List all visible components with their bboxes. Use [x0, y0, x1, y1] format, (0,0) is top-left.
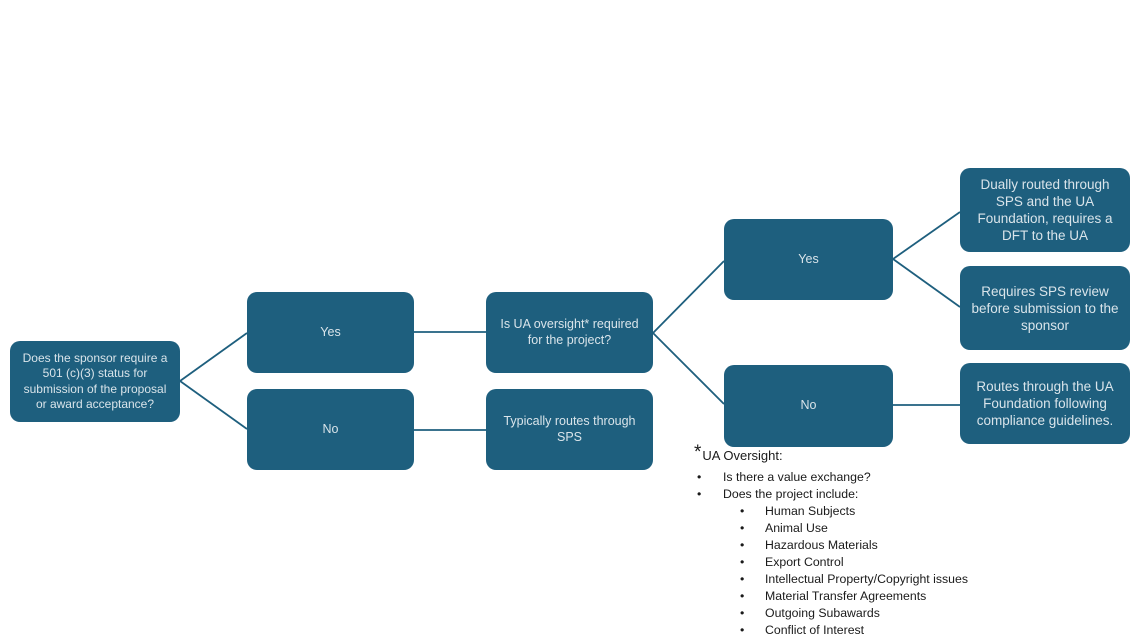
footnote-sub-item-text: Outgoing Subawards — [765, 606, 880, 620]
footnote-sub-item: Material Transfer Agreements — [694, 588, 1134, 605]
footnote-sub-item-text: Material Transfer Agreements — [765, 589, 927, 603]
flow-node-label: No — [800, 398, 817, 413]
footnote-sub-item-text: Hazardous Materials — [765, 538, 878, 552]
flow-node-ua-foundation: Routes through the UA Foundation followi… — [960, 363, 1130, 444]
footnote-sub-item: Outgoing Subawards — [694, 605, 1134, 622]
flow-node-label: Requires SPS review before submission to… — [971, 283, 1119, 333]
flow-node-no-1: No — [247, 389, 414, 470]
flow-node-label: Yes — [320, 324, 341, 339]
footnote-sub-item: Intellectual Property/Copyright issues — [694, 571, 1134, 588]
connector-yes2-dually — [892, 211, 961, 260]
flow-node-label: Dually routed through SPS and the UA Fou… — [977, 177, 1113, 243]
connector-yes2-review — [892, 258, 961, 308]
connector-q1-no1 — [179, 380, 248, 430]
footnote-item: Does the project include: — [694, 486, 1134, 503]
footnote-sub-item: Animal Use — [694, 520, 1134, 537]
flow-node-routes-sps: Typically routes through SPS — [486, 389, 653, 470]
footnote-title-text: UA Oversight: — [702, 448, 783, 463]
footnote-sub-item: Export Control — [694, 554, 1134, 571]
flow-node-label: Is UA oversight* required for the projec… — [500, 316, 639, 347]
footnote-item-text: Does the project include: — [723, 487, 859, 501]
flow-node-label: Yes — [798, 251, 819, 266]
flow-node-label: Does the sponsor require a 501 (c)(3) st… — [22, 351, 168, 411]
flow-node-dually-routed: Dually routed through SPS and the UA Fou… — [960, 168, 1130, 252]
footnote-sub-item-text: Animal Use — [765, 521, 828, 535]
flow-node-sps-review: Requires SPS review before submission to… — [960, 266, 1130, 350]
footnote-sub-item-text: Intellectual Property/Copyright issues — [765, 572, 968, 586]
footnote-sub-item-text: Human Subjects — [765, 504, 856, 518]
connector-q1-yes1 — [179, 332, 248, 382]
footnote-sub-item-text: Export Control — [765, 555, 844, 569]
footnote-sub-item-text: Conflict of Interest — [765, 623, 865, 637]
footnote-sub-bullet-list: Human Subjects Animal Use Hazardous Mate… — [694, 503, 1134, 639]
footnote-sub-item: Hazardous Materials — [694, 537, 1134, 554]
flow-node-label: No — [322, 421, 339, 436]
footnote-item-text: Is there a value exchange? — [723, 470, 871, 484]
connector-oversight-yes2 — [652, 260, 725, 334]
footnote-item: Is there a value exchange? — [694, 469, 1134, 486]
flow-node-label: Routes through the UA Foundation followi… — [976, 379, 1114, 428]
footnote-bullet-list: Is there a value exchange? Does the proj… — [694, 469, 1134, 503]
flow-node-yes-1: Yes — [247, 292, 414, 373]
flow-node-no-2: No — [724, 365, 893, 447]
flow-node-yes-2: Yes — [724, 219, 893, 300]
footnote-sub-item: Conflict of Interest — [694, 622, 1134, 639]
flow-node-label: Typically routes through SPS — [503, 413, 636, 444]
flow-node-oversight-question: Is UA oversight* required for the projec… — [486, 292, 653, 373]
footnote-title: *UA Oversight: — [694, 442, 1134, 465]
footnote-ua-oversight: *UA Oversight: Is there a value exchange… — [694, 442, 1134, 639]
asterisk-marker: * — [694, 442, 702, 463]
footnote-sub-item: Human Subjects — [694, 503, 1134, 520]
flow-node-sponsor-question: Does the sponsor require a 501 (c)(3) st… — [10, 341, 180, 422]
connector-oversight-no2 — [652, 332, 725, 405]
